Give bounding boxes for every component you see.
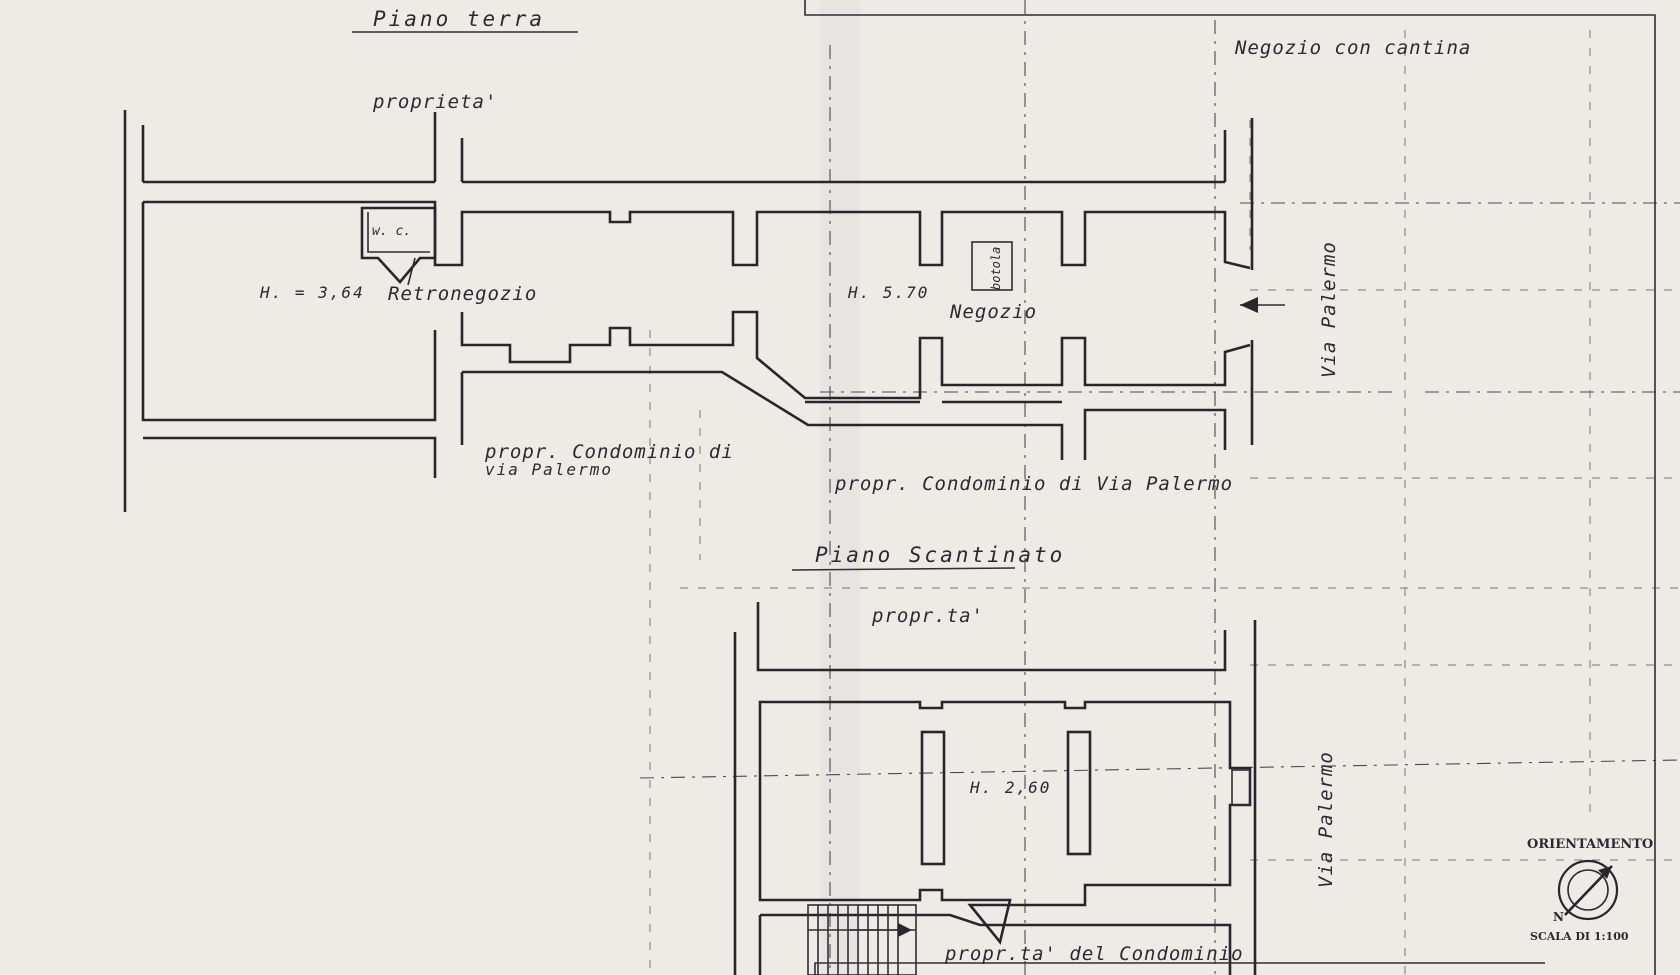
north-arrow-icon bbox=[1557, 859, 1619, 921]
stair-arrow-icon bbox=[850, 923, 912, 937]
basement-height: H. 2,60 bbox=[969, 778, 1051, 797]
neighbor-bottom-left-line1: propr. Condominio di bbox=[484, 441, 734, 463]
wc-label: w. c. bbox=[372, 224, 411, 239]
orientation-stamp: ORIENTAMENTO N SCALA DI 1:100 bbox=[1527, 837, 1653, 943]
basement-neighbor-top: propr.ta' bbox=[871, 605, 984, 627]
north-label: N bbox=[1553, 910, 1564, 924]
orientation-label: ORIENTAMENTO bbox=[1527, 837, 1653, 852]
shop-label: Negozio bbox=[949, 301, 1037, 323]
entrance-arrow-icon bbox=[1240, 297, 1285, 313]
grid-lines bbox=[639, 0, 1680, 975]
ground-floor-title: Piano terra bbox=[373, 7, 545, 31]
neighbor-bottom-right: propr. Condominio di Via Palermo bbox=[834, 473, 1233, 495]
neighbor-top-label: proprieta' bbox=[372, 91, 497, 113]
street-label-ground: Via Palermo bbox=[1318, 241, 1340, 378]
neighbor-bottom-left-line2: via Palermo bbox=[485, 460, 613, 479]
scale-label: SCALA DI 1:100 bbox=[1530, 930, 1629, 943]
basement-plan bbox=[733, 602, 1545, 975]
street-label-basement: Via Palermo bbox=[1315, 751, 1337, 888]
back-shop-height: H. = 3,64 bbox=[259, 283, 365, 302]
shop-height: H. 5.70 bbox=[847, 283, 929, 302]
header-note: Negozio con cantina bbox=[1234, 37, 1471, 59]
safe-label: botola bbox=[989, 247, 1003, 290]
basement-neighbor-bottom: propr.ta' del Condominio bbox=[944, 943, 1244, 965]
back-shop-label: Retronegozio bbox=[388, 283, 537, 305]
ground-floor-plan bbox=[123, 110, 1285, 512]
basement-title: Piano Scantinato bbox=[815, 543, 1065, 567]
